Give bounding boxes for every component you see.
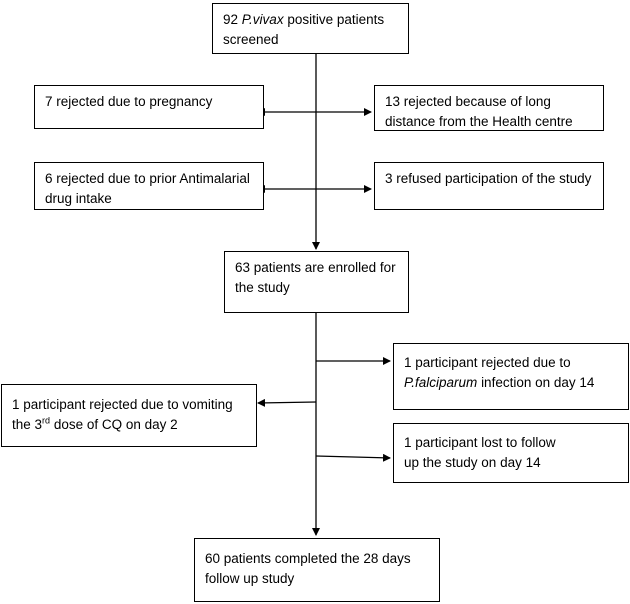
falciparum-text-line2: infection on day 14 — [481, 375, 595, 390]
vomiting-text-post: dose of CQ on day 2 — [53, 417, 178, 432]
vomiting-text-pre: the 3 — [12, 417, 43, 432]
completed-text-line2: follow up study — [205, 571, 295, 586]
vomiting-box: 1 participant rejected due to vomiting t… — [1, 384, 257, 447]
completed-box: 60 patients completed the 28 days follow… — [194, 538, 440, 602]
lost-followup-text-line2: up the study on day 14 — [404, 455, 541, 470]
enrolled-box: 63 patients are enrolled for the study — [224, 251, 409, 313]
exclusion-refused-text: 3 refused participation of the study — [385, 171, 592, 186]
falciparum-box: 1 participant rejected due to P.falcipar… — [393, 343, 629, 410]
arrow-to-vomiting — [257, 398, 317, 407]
exclusion-distance-box: 13 rejected because of long distance fro… — [374, 85, 604, 131]
exclusion-pregnancy-text: 7 rejected due to pregnancy — [45, 94, 213, 109]
enrolled-text: 63 patients are enrolled for — [235, 260, 396, 275]
vomiting-text: 1 participant rejected due to vomiting — [12, 397, 233, 412]
exclusion-antimalarial-box: 6 rejected due to prior Antimalarial dru… — [34, 162, 264, 210]
exclusion-refused-box: 3 refused participation of the study — [374, 162, 604, 210]
screened-label-line2: screened — [223, 32, 279, 47]
exclusion-antimalarial-text: 6 rejected due to prior Antimalarial — [45, 171, 250, 186]
completed-text: 60 patients completed the 28 days — [205, 551, 411, 566]
lost-followup-text: 1 participant lost to follow — [404, 435, 556, 450]
exclusion-pregnancy-box: 7 rejected due to pregnancy — [34, 85, 264, 129]
lost-followup-box: 1 participant lost to follow up the stud… — [393, 423, 629, 483]
exclusion-antimalarial-text-line2: drug intake — [45, 191, 112, 206]
exclusion-distance-text: 13 rejected because of long — [385, 94, 551, 109]
exclusion-distance-text-line2: distance from the Health centre — [385, 114, 573, 129]
vomiting-ordinal-sup: rd — [42, 415, 51, 426]
screened-label: positive patients — [287, 12, 385, 27]
falciparum-text: 1 participant rejected due to — [404, 355, 571, 370]
screened-count: 92 — [223, 12, 239, 27]
enrolled-text-line2: the study — [235, 280, 290, 295]
screened-box: 92 P.vivax positive patients screened — [212, 3, 409, 54]
falciparum-species: P.falciparum — [404, 375, 478, 390]
arrow-to-lost — [315, 453, 391, 462]
screened-species: P.vivax — [241, 12, 284, 27]
